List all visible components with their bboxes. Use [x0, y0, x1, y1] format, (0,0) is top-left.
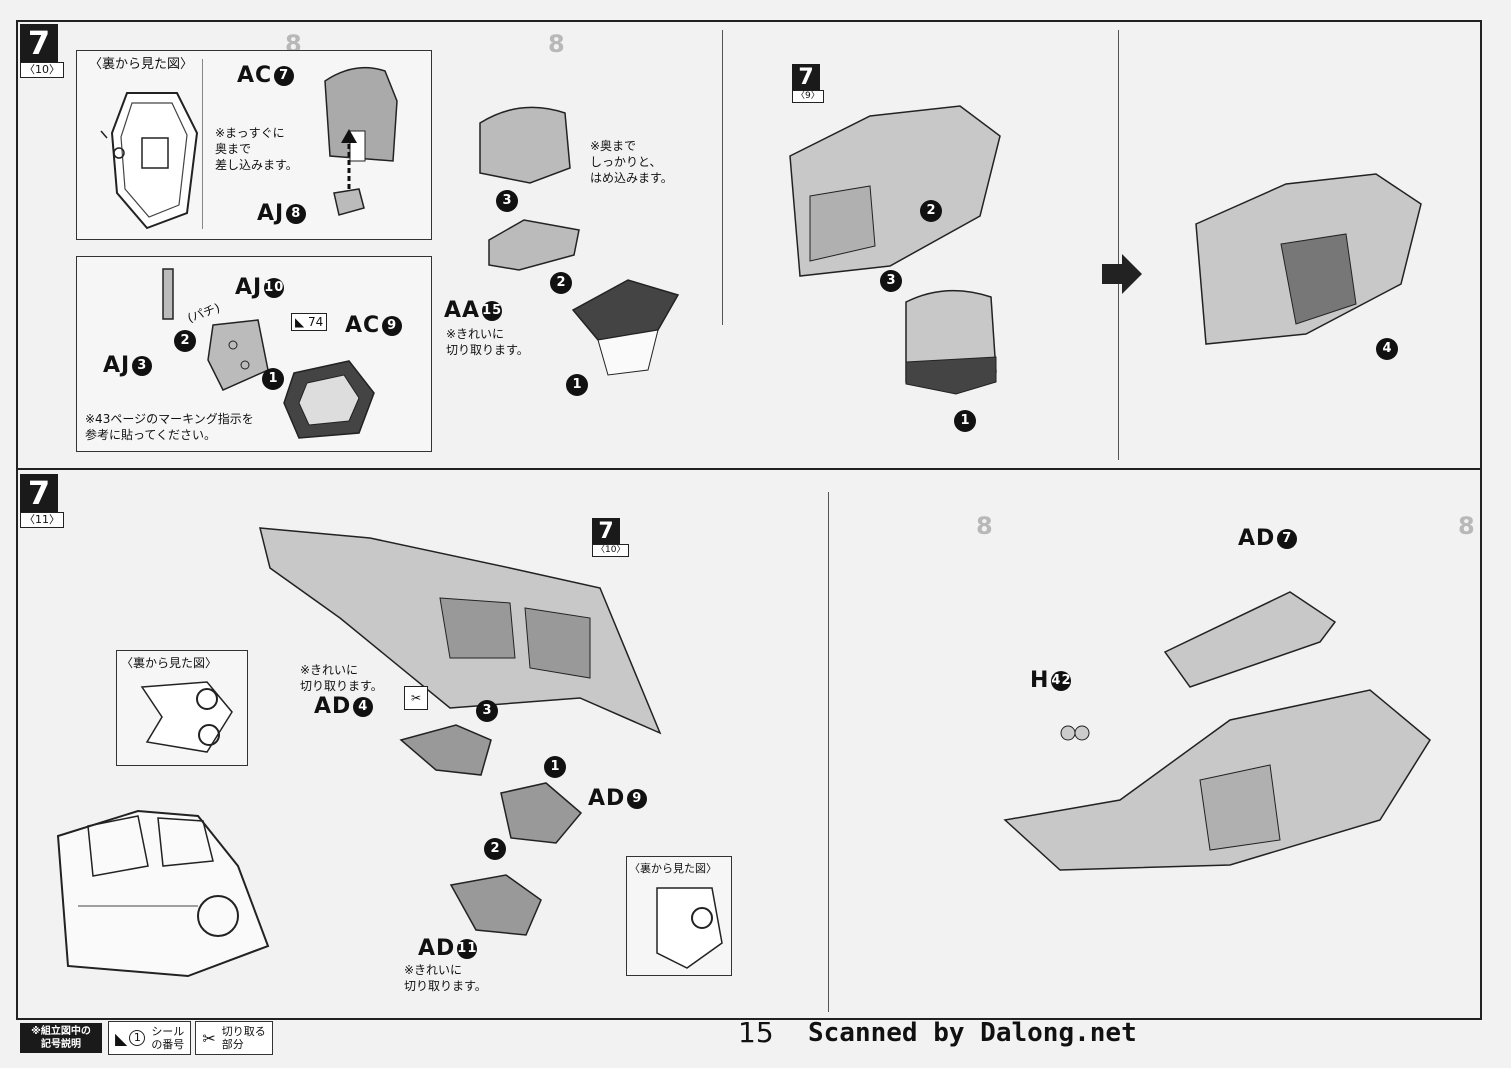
- frame-part-diagram: [488, 219, 580, 271]
- part-aj8-diagram: [333, 188, 365, 216]
- sequence-badge: 2: [550, 272, 572, 294]
- back-view-diagram: [100, 92, 199, 230]
- part-ad11-diagram: [449, 874, 542, 936]
- sequence-badge: 3: [476, 700, 498, 722]
- sequence-badge: 2: [920, 200, 942, 222]
- background-print: 8: [976, 512, 993, 540]
- part-ad7-diagram: [1163, 591, 1337, 688]
- fit-note: ※奥までしっかりと、はめ込みます。: [590, 139, 673, 185]
- body-assembly-diagram: [789, 105, 1001, 277]
- step-number-badge: 7: [792, 64, 820, 92]
- insert-arrow: [341, 129, 357, 189]
- completed-body-diagram: [1195, 173, 1422, 345]
- cut-label: 切り取る部分: [221, 1025, 266, 1051]
- cut-note: ※きれいに切り取ります。: [300, 663, 383, 693]
- cover-part-diagram: [479, 106, 571, 184]
- section-divider: [16, 468, 1482, 470]
- final-body-diagram: [1003, 689, 1431, 871]
- back-view-diagram: [656, 887, 723, 969]
- page-number: 15: [738, 1016, 774, 1049]
- part-h42-diagram: [1060, 725, 1090, 741]
- back-view-label: 〈裏から見た図〉: [629, 862, 717, 875]
- cover-insert-diagram: [905, 289, 997, 395]
- cockpit-detail-diagram: [56, 809, 270, 978]
- legend-title: ※組立図中の記号説明: [20, 1023, 102, 1053]
- seal-number: 1: [129, 1030, 146, 1046]
- sequence-badge: 3: [496, 190, 518, 212]
- background-print: 8: [548, 30, 565, 58]
- legend-cut: ✂ 切り取る部分: [195, 1021, 273, 1055]
- marking-note: ※43ページのマーキング指示を参考に貼ってください。: [85, 412, 254, 442]
- symbol-legend: ※組立図中の記号説明 ◣ 1 シールの番号 ✂ 切り取る部分: [20, 1020, 277, 1056]
- back-view-label: 〈裏から見た図〉: [89, 57, 194, 72]
- sequence-badge: 3: [880, 270, 902, 292]
- main-body-diagram: [259, 527, 662, 735]
- sequence-badge: 1: [544, 756, 566, 778]
- part-aj10-diagram: [207, 319, 269, 391]
- legend-seal: ◣ 1 シールの番号: [108, 1021, 192, 1055]
- step-sub-badge: 〈10〉: [20, 62, 64, 78]
- panel-divider: [828, 492, 829, 1012]
- cut-icon: ✂: [202, 1028, 216, 1048]
- step-sub-badge: 〈11〉: [20, 512, 64, 528]
- part-aj3-diagram: [162, 268, 174, 320]
- next-arrow: [1102, 254, 1142, 294]
- sequence-badge: 2: [484, 838, 506, 860]
- part-ac9-diagram: [283, 360, 375, 439]
- scanned-credit: Scanned by Dalong.net: [808, 1018, 1137, 1048]
- back-view-diagram: [140, 681, 233, 753]
- step-number-badge: 7: [20, 474, 58, 512]
- part-ad4-diagram: [399, 724, 492, 776]
- insert-note: ※まっすぐに奥まで差し込みます。: [215, 126, 298, 172]
- panel-divider: [1118, 30, 1119, 460]
- step-number-badge: 7: [592, 518, 620, 546]
- back-view-box: 〈裏から見た図〉: [626, 856, 732, 976]
- step-number-badge: 7: [20, 24, 58, 62]
- sequence-badge: 1: [566, 374, 588, 396]
- seal-label: シールの番号: [151, 1025, 185, 1051]
- step-sub-badge: 〈9〉: [792, 90, 824, 103]
- background-print: 8: [1458, 512, 1475, 540]
- seal-icon: ◣: [115, 1028, 128, 1048]
- cut-note: ※きれいに切り取ります。: [446, 327, 529, 357]
- part-ac7-diagram: [324, 66, 398, 162]
- back-view-label: 〈裏から見た図〉: [121, 656, 218, 670]
- sticker-icon: ◣ 74: [291, 313, 328, 331]
- sequence-badge: 1: [262, 368, 284, 390]
- panel-divider: [722, 30, 723, 325]
- base-part-diagram: [571, 279, 680, 376]
- cut-icon: ✂: [404, 686, 428, 710]
- back-view-box: 〈裏から見た図〉: [116, 650, 248, 766]
- sequence-badge: 2: [174, 330, 196, 352]
- box-divider: [202, 59, 203, 229]
- cut-note: ※きれいに切り取ります。: [404, 963, 487, 993]
- part-ad9-diagram: [500, 782, 583, 844]
- sequence-badge: 1: [954, 410, 976, 432]
- step-sub-badge: 〈10〉: [592, 544, 630, 557]
- page-frame: [16, 20, 1482, 1020]
- sequence-badge: 4: [1376, 338, 1398, 360]
